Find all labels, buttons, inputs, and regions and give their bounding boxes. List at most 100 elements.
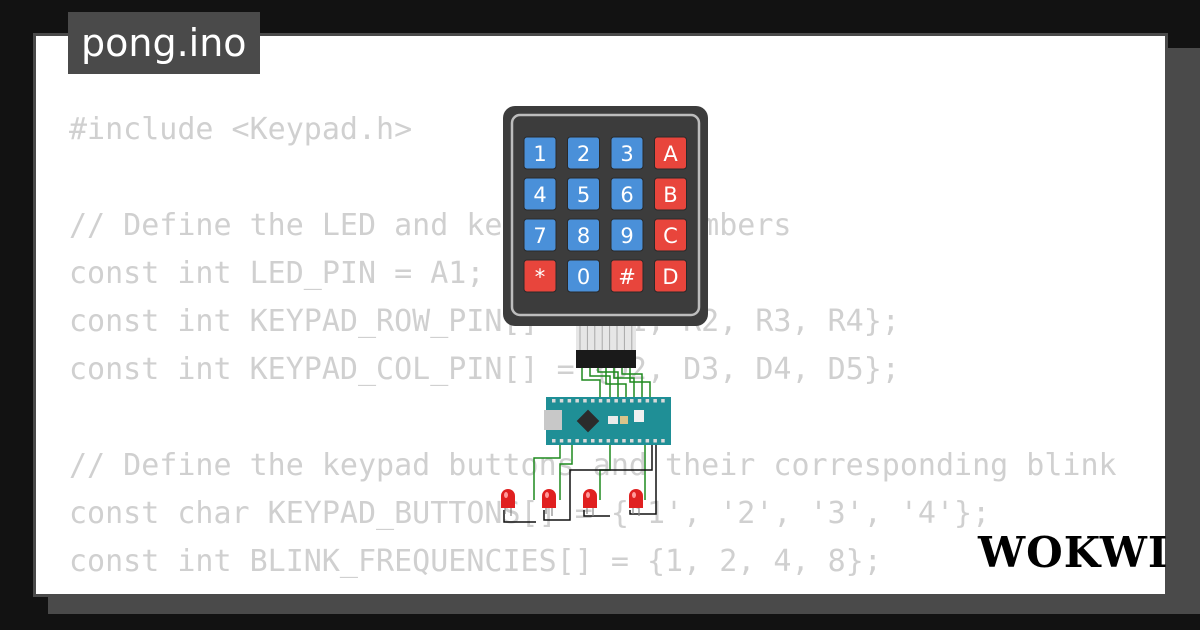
nano-pin [622, 399, 626, 403]
code-line: const int LED_PIN = A1; [69, 256, 485, 291]
component [608, 416, 618, 424]
nano-pins-top [552, 399, 665, 403]
ribbon-lines [579, 326, 633, 350]
code-line: const int BLINK_FREQUENCIES[] = {1, 2, 4… [69, 544, 882, 579]
key-cap [567, 177, 600, 211]
ground-wires [503, 445, 657, 523]
nano-pin [552, 399, 556, 403]
key-label: 7 [533, 224, 546, 248]
keypad-key-A[interactable]: A [654, 136, 687, 170]
key-label: 2 [577, 142, 590, 166]
nano-pin [583, 439, 587, 443]
led-body [629, 489, 643, 508]
nano-pin [645, 399, 650, 403]
led-body [501, 489, 515, 508]
nano-pin [559, 439, 564, 443]
key-label: * [535, 265, 546, 289]
key-label: 5 [577, 183, 590, 207]
nano-pin [583, 399, 587, 403]
keypad-key-1[interactable]: 1 [523, 136, 557, 170]
nano-pin [552, 439, 556, 443]
nano-pin [614, 439, 618, 443]
keypad-key-6[interactable]: 6 [610, 177, 644, 211]
key-cap [610, 218, 644, 252]
code-line: const int KEYPAD_COL_PIN[] = {D2, D3, D4… [69, 352, 900, 387]
nano-pin [653, 399, 657, 403]
wokwi-logo: WOKWI [978, 528, 1169, 577]
red-led[interactable] [501, 489, 515, 516]
key-cap [654, 259, 687, 293]
key-cap [610, 136, 644, 170]
nano-pin [567, 399, 572, 403]
nano-pin [637, 399, 642, 403]
pin-header [576, 350, 636, 368]
nano-pin [653, 439, 657, 443]
code-line: const int NUM_BUTTONS = sizeof(KEYPAD_BU… [69, 586, 1165, 594]
key-cap [567, 259, 600, 293]
nano-pin [622, 439, 626, 443]
key-cap [610, 259, 644, 293]
code-line: // Define the keypad buttons and their c… [69, 448, 1117, 483]
nano-pin [606, 439, 611, 443]
nano-pin [630, 439, 634, 443]
arduino-nano[interactable] [544, 397, 671, 445]
red-led[interactable] [629, 489, 643, 516]
led-highlight [632, 492, 636, 498]
keypad-key-8[interactable]: 8 [567, 218, 600, 252]
nano-pin [645, 439, 650, 443]
code-line: #include <Keypad.h> [69, 112, 413, 147]
keypad-key-3[interactable]: 3 [610, 136, 644, 170]
key-label: C [663, 224, 678, 248]
key-cap [654, 136, 687, 170]
key-label: 6 [620, 183, 633, 207]
reset-button [634, 410, 644, 422]
led-highlight [545, 492, 549, 498]
nano-pins-bottom [552, 439, 665, 443]
key-label: A [663, 142, 678, 166]
key-cap [523, 136, 557, 170]
nano-pin [591, 439, 595, 443]
nano-pin [598, 399, 603, 403]
nano-pin [661, 399, 665, 403]
keypad-key-#[interactable]: # [610, 259, 644, 293]
file-title-tab: pong.ino [68, 12, 260, 74]
nano-pin [559, 399, 564, 403]
key-cap [567, 218, 600, 252]
led-body [542, 489, 556, 508]
keypad-bezel [510, 113, 701, 317]
key-label: 1 [533, 142, 546, 166]
led-highlight [504, 492, 508, 498]
keypad-key-B[interactable]: B [654, 177, 687, 211]
nano-pin [606, 399, 611, 403]
ribbon-cable [576, 326, 636, 350]
keypad-key-4[interactable]: 4 [523, 177, 557, 211]
key-label: B [663, 183, 677, 207]
keypad-key-*[interactable]: * [523, 259, 557, 293]
keypad-key-9[interactable]: 9 [610, 218, 644, 252]
red-led[interactable] [583, 489, 597, 516]
key-label: 0 [577, 265, 590, 289]
nano-pin [598, 439, 603, 443]
keypad-key-7[interactable]: 7 [523, 218, 557, 252]
keypad-key-2[interactable]: 2 [567, 136, 600, 170]
key-cap [567, 136, 600, 170]
keypad-key-5[interactable]: 5 [567, 177, 600, 211]
nano-pin [637, 439, 642, 443]
component [620, 416, 628, 424]
key-cap [654, 218, 687, 252]
nano-pin [630, 399, 634, 403]
nano-pin [567, 439, 572, 443]
key-label: D [662, 265, 678, 289]
key-label: 8 [577, 224, 590, 248]
keypad-key-0[interactable]: 0 [567, 259, 600, 293]
code-preview: #include <Keypad.h>// Define the LED and… [69, 106, 1165, 594]
red-led[interactable] [542, 489, 556, 516]
nano-pin [575, 399, 579, 403]
nano-pin [614, 399, 618, 403]
keypad-key-C[interactable]: C [654, 218, 687, 252]
keypad-key-D[interactable]: D [654, 259, 687, 293]
key-cap [610, 177, 644, 211]
